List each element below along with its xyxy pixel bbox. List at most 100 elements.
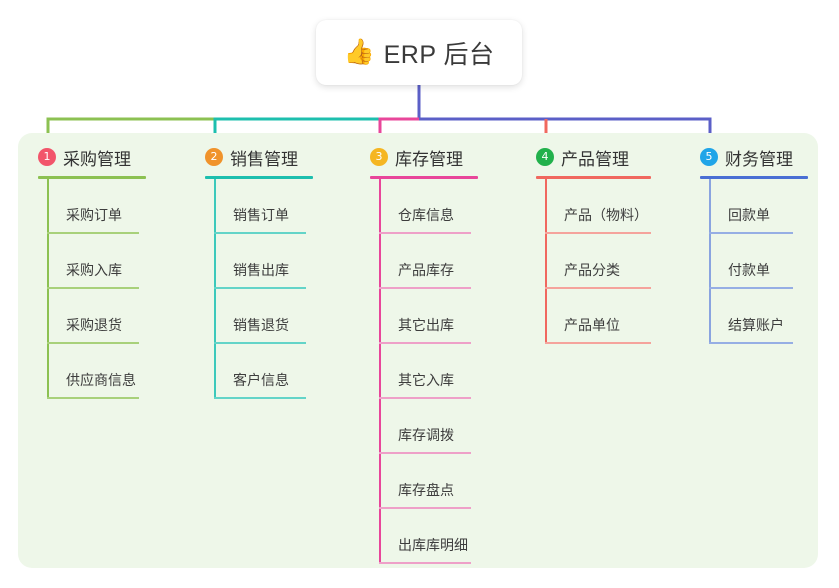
- leaf-node[interactable]: 库存盘点: [370, 454, 520, 509]
- leaf-rule: [379, 452, 471, 454]
- column-header-3[interactable]: 3 库存管理: [370, 144, 520, 170]
- column-spine: [379, 179, 381, 564]
- leaf-label: 产品库存: [398, 262, 454, 278]
- column-spine: [47, 179, 49, 399]
- column-header-rule: [700, 176, 808, 179]
- leaf-node[interactable]: 其它出库: [370, 289, 520, 344]
- leaf-rule: [214, 232, 306, 234]
- root-node: 👍 ERP 后台: [316, 20, 522, 85]
- column-1: 1 采购管理采购订单采购入库采购退货供应商信息: [38, 144, 188, 399]
- leaf-label: 产品单位: [564, 317, 620, 333]
- leaf-rule: [379, 507, 471, 509]
- leaf-rule: [214, 287, 306, 289]
- leaf-node[interactable]: 付款单: [700, 234, 830, 289]
- column-title: 销售管理: [230, 149, 298, 169]
- leaf-node[interactable]: 客户信息: [205, 344, 355, 399]
- leaf-rule: [545, 232, 651, 234]
- column-items: 采购订单采购入库采购退货供应商信息: [38, 179, 188, 399]
- leaf-label: 采购入库: [66, 262, 122, 278]
- leaf-label: 客户信息: [233, 372, 289, 388]
- leaf-node[interactable]: 回款单: [700, 179, 830, 234]
- leaf-node[interactable]: 结算账户: [700, 289, 830, 344]
- leaf-label: 供应商信息: [66, 372, 136, 388]
- leaf-rule: [379, 232, 471, 234]
- column-header-rule: [370, 176, 478, 179]
- leaf-rule: [379, 287, 471, 289]
- leaf-label: 回款单: [728, 207, 770, 223]
- leaf-rule: [379, 562, 471, 564]
- leaf-rule: [379, 342, 471, 344]
- leaf-node[interactable]: 销售出库: [205, 234, 355, 289]
- column-header-4[interactable]: 4 产品管理: [536, 144, 696, 170]
- column-badge-1: 1: [38, 148, 56, 166]
- leaf-label: 销售出库: [233, 262, 289, 278]
- column-badge-3: 3: [370, 148, 388, 166]
- leaf-label: 仓库信息: [398, 207, 454, 223]
- leaf-label: 采购订单: [66, 207, 122, 223]
- leaf-node[interactable]: 产品库存: [370, 234, 520, 289]
- column-spine: [709, 179, 711, 344]
- leaf-node[interactable]: 产品（物料）: [536, 179, 696, 234]
- leaf-label: 产品分类: [564, 262, 620, 278]
- column-items: 产品（物料） 产品分类产品单位: [536, 179, 696, 344]
- column-badge-4: 4: [536, 148, 554, 166]
- column-2: 2 销售管理销售订单销售出库销售退货客户信息: [205, 144, 355, 399]
- leaf-label: 其它入库: [398, 372, 454, 388]
- thumbs-up-icon: 👍: [343, 38, 375, 66]
- leaf-node[interactable]: 销售订单: [205, 179, 355, 234]
- column-header-rule: [536, 176, 651, 179]
- leaf-node[interactable]: 其它入库: [370, 344, 520, 399]
- leaf-rule: [47, 397, 139, 399]
- column-header-2[interactable]: 2 销售管理: [205, 144, 355, 170]
- leaf-node[interactable]: 采购退货: [38, 289, 188, 344]
- leaf-label: 库存调拨: [398, 427, 454, 443]
- leaf-node[interactable]: 产品分类: [536, 234, 696, 289]
- column-title: 财务管理: [725, 149, 793, 169]
- leaf-node[interactable]: 产品单位: [536, 289, 696, 344]
- leaf-label: 其它出库: [398, 317, 454, 333]
- leaf-rule: [47, 287, 139, 289]
- leaf-label: 销售订单: [233, 207, 289, 223]
- root-title: ERP 后台: [383, 40, 495, 69]
- column-title: 库存管理: [395, 149, 463, 169]
- column-items: 回款单付款单结算账户: [700, 179, 830, 344]
- column-header-rule: [205, 176, 313, 179]
- leaf-node[interactable]: 采购入库: [38, 234, 188, 289]
- leaf-label: 结算账户: [728, 317, 784, 333]
- leaf-node[interactable]: 库存调拨: [370, 399, 520, 454]
- leaf-node[interactable]: 采购订单: [38, 179, 188, 234]
- leaf-rule: [379, 397, 471, 399]
- leaf-label: 销售退货: [233, 317, 289, 333]
- column-badge-2: 2: [205, 148, 223, 166]
- column-header-5[interactable]: 5 财务管理: [700, 144, 830, 170]
- leaf-rule: [545, 287, 651, 289]
- column-spine: [545, 179, 547, 344]
- column-items: 仓库信息产品库存其它出库其它入库库存调拨库存盘点出库库明细: [370, 179, 520, 564]
- leaf-label: 出库库明细: [398, 537, 468, 553]
- leaf-rule: [709, 287, 793, 289]
- leaf-node[interactable]: 出库库明细: [370, 509, 520, 564]
- column-4: 4 产品管理产品（物料） 产品分类产品单位: [536, 144, 696, 344]
- diagram-panel: [18, 133, 818, 568]
- leaf-label: 采购退货: [66, 317, 122, 333]
- column-header-1[interactable]: 1 采购管理: [38, 144, 188, 170]
- leaf-node[interactable]: 供应商信息: [38, 344, 188, 399]
- column-5: 5 财务管理回款单付款单结算账户: [700, 144, 830, 344]
- leaf-rule: [709, 232, 793, 234]
- column-badge-5: 5: [700, 148, 718, 166]
- leaf-node[interactable]: 仓库信息: [370, 179, 520, 234]
- leaf-rule: [709, 342, 793, 344]
- leaf-label: 付款单: [728, 262, 770, 278]
- leaf-node[interactable]: 销售退货: [205, 289, 355, 344]
- column-3: 3 库存管理仓库信息产品库存其它出库其它入库库存调拨库存盘点出库库明细: [370, 144, 520, 564]
- leaf-rule: [47, 232, 139, 234]
- column-title: 产品管理: [561, 149, 629, 169]
- column-spine: [214, 179, 216, 399]
- leaf-rule: [545, 342, 651, 344]
- leaf-label: 产品（物料）: [564, 207, 648, 223]
- column-items: 销售订单销售出库销售退货客户信息: [205, 179, 355, 399]
- column-title: 采购管理: [63, 149, 131, 169]
- column-header-rule: [38, 176, 146, 179]
- leaf-rule: [214, 342, 306, 344]
- leaf-rule: [47, 342, 139, 344]
